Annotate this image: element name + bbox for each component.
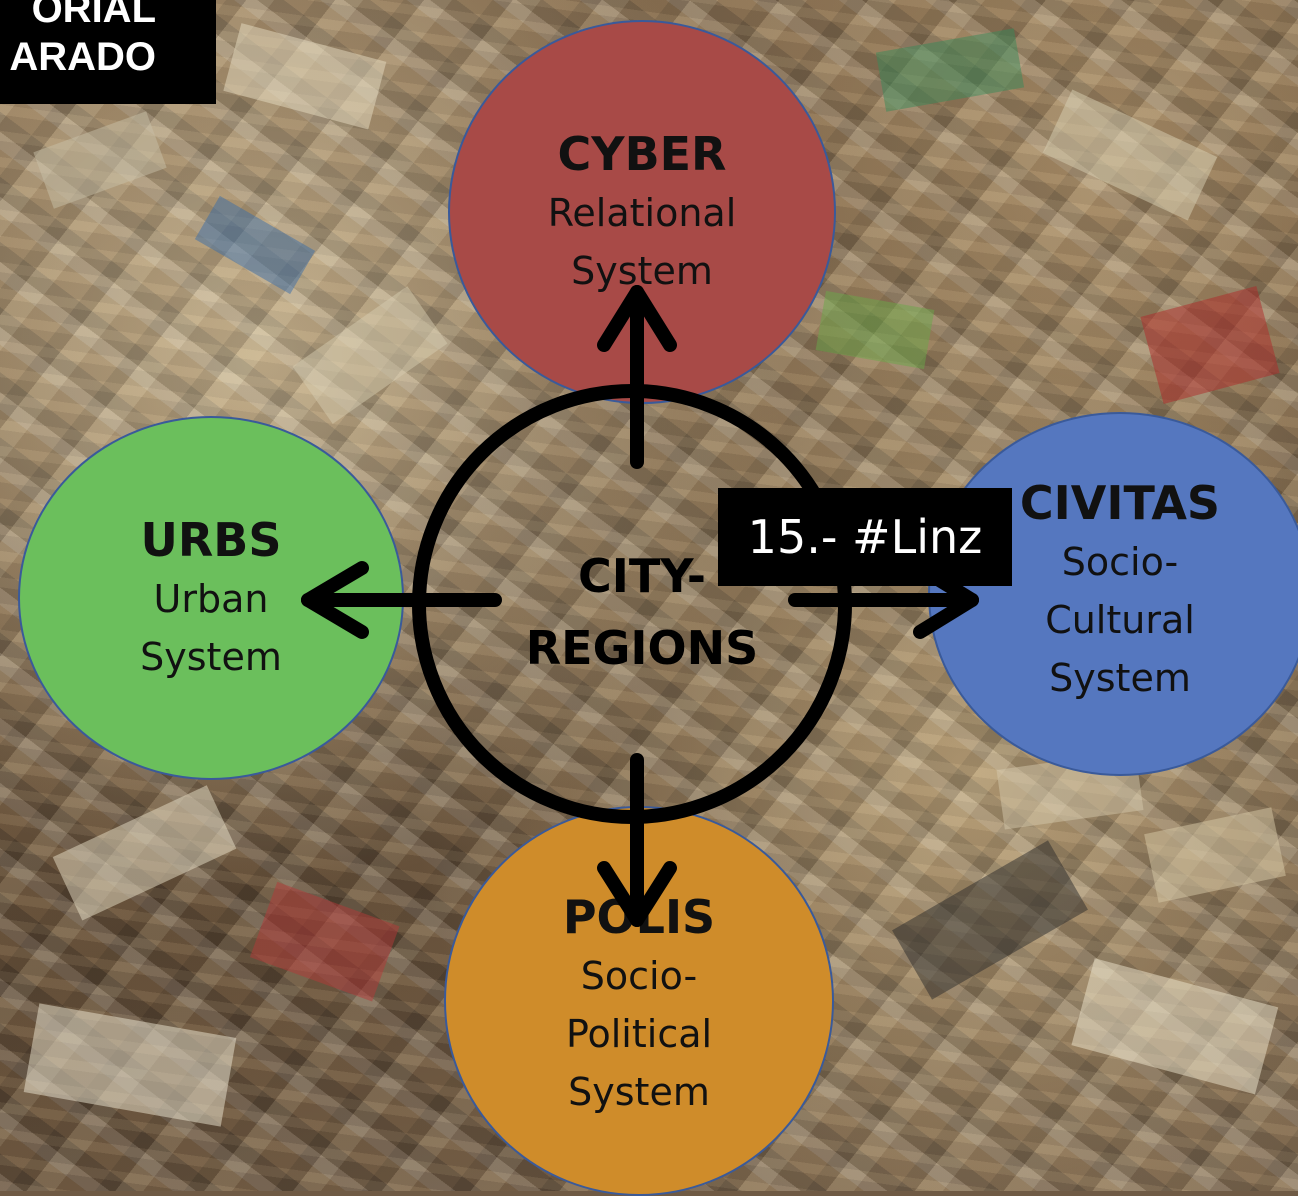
urbs-line1: Urban — [153, 577, 269, 621]
arrow-down-icon — [597, 753, 677, 927]
civitas-line1: Socio- — [1061, 540, 1179, 584]
center-line2: REGIONS — [525, 621, 759, 675]
civitas-node: CIVITAS Socio- Cultural System — [928, 412, 1298, 776]
corner-title-label: ORIAL ARADO — [0, 0, 216, 104]
urbs-line2: System — [140, 635, 282, 679]
cyber-line2: System — [571, 249, 713, 293]
cyber-title: CYBER — [557, 127, 727, 181]
polis-line3: System — [568, 1070, 710, 1114]
civitas-title: CIVITAS — [1019, 476, 1221, 530]
center-line1: CITY- — [578, 549, 706, 603]
corner-title-line1: ORIAL — [31, 0, 156, 31]
polis-line1: Socio- — [580, 954, 698, 998]
center-label: CITY- REGIONS — [482, 540, 802, 684]
polis-line2: Political — [565, 1012, 713, 1056]
corner-title-line2: ARADO — [9, 35, 156, 79]
cyber-line1: Relational — [547, 191, 737, 235]
arrow-up-icon — [597, 285, 677, 469]
urbs-title: URBS — [140, 513, 282, 567]
civitas-line3: System — [1049, 656, 1191, 700]
civitas-line2: Cultural — [1045, 598, 1195, 642]
linz-tag: 15.- #Linz — [718, 488, 1012, 586]
arrow-left-icon — [301, 561, 502, 639]
